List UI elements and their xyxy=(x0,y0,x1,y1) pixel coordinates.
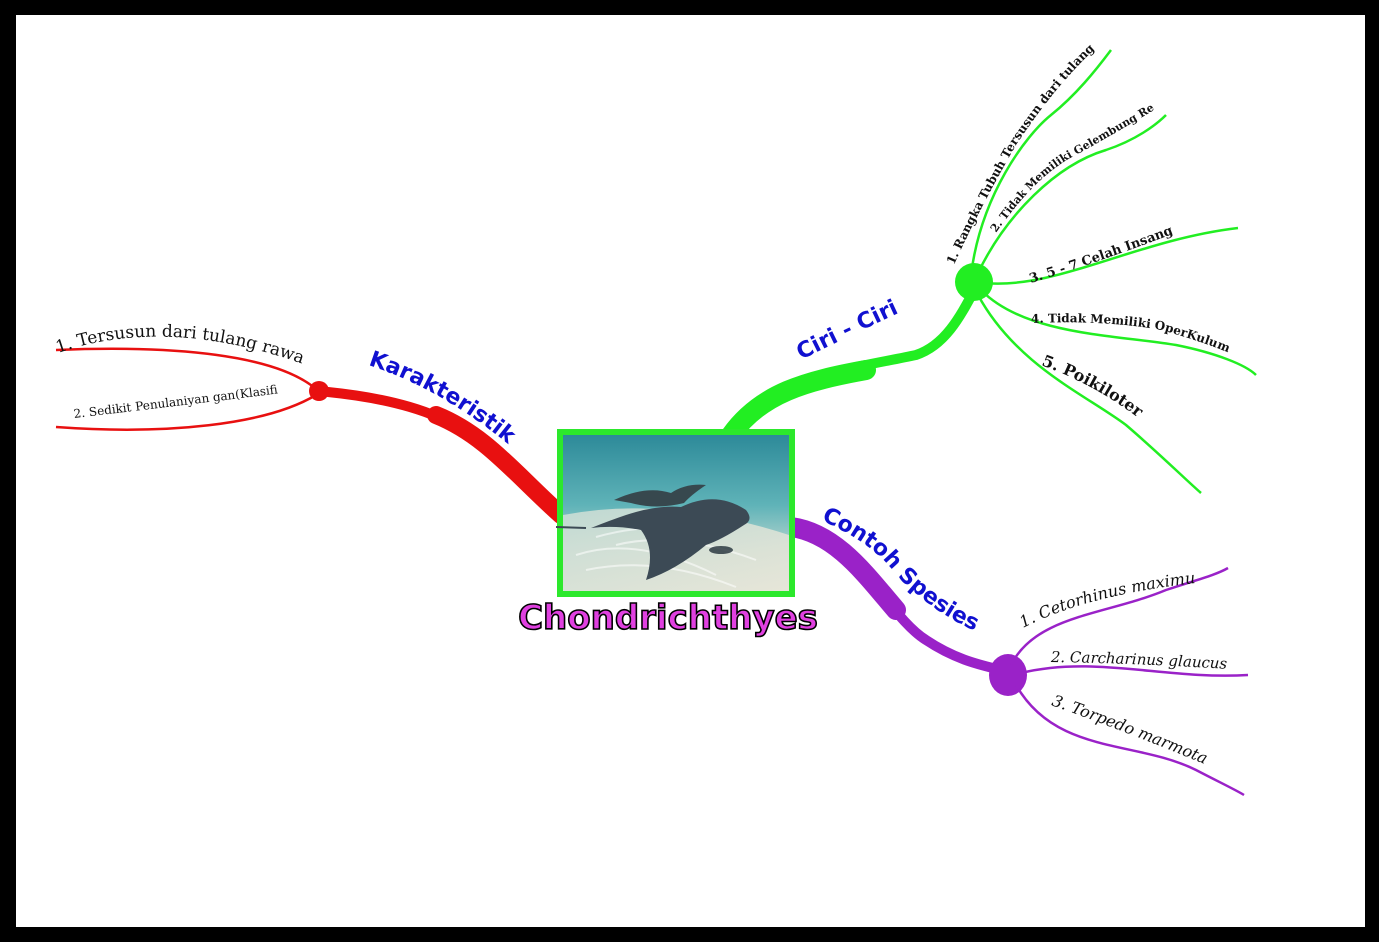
ciri-item-4[interactable]: 4. Tidak Memiliki OperKulum xyxy=(1031,311,1233,355)
ciri-sub-line-5 xyxy=(976,294,1202,494)
karakteristik-sub-line-1 xyxy=(55,347,317,390)
karakteristik-item-2[interactable]: 2. Sedikit Penulaniyan gan(Klasifikasi) xyxy=(16,15,278,421)
ciri-item-1[interactable]: 1. Rangka Tubuh Tersusun dari tulang Raw… xyxy=(16,15,1097,266)
ciri-sub-line-4 xyxy=(981,290,1257,376)
karakteristik-sub-line-2 xyxy=(55,393,317,431)
ciri-sub-line-3 xyxy=(983,226,1239,285)
contoh-node xyxy=(989,654,1027,696)
stingray-photo xyxy=(555,435,789,591)
contoh-sub-line-2 xyxy=(1020,665,1249,677)
branch-ciri: Ciri - Ciri 1. Rangka Tubuh Tersusun dar… xyxy=(16,15,1257,494)
ciri-sub-line-2 xyxy=(976,114,1167,274)
contoh-sub-line-1 xyxy=(1009,566,1229,666)
mind-map-canvas: Karakteristik 1. Tersusun dari tulang ra… xyxy=(16,15,1365,927)
branch-karakteristik: Karakteristik 1. Tersusun dari tulang ra… xyxy=(16,15,570,524)
ciri-sub-line-1 xyxy=(969,49,1112,276)
central-node[interactable]: Chondrichthyes xyxy=(517,429,819,639)
contoh-sub-line-3 xyxy=(1014,684,1245,797)
ciri-item-3[interactable]: 3. 5 - 7 Celah Insang xyxy=(1028,223,1175,286)
ciri-label[interactable]: Ciri - Ciri xyxy=(793,295,902,365)
karakteristik-item-1[interactable]: 1. Tersusun dari tulang rawan xyxy=(16,15,307,368)
contoh-item-3[interactable]: 3. Torpedo marmota xyxy=(1050,691,1211,768)
central-title[interactable]: Chondrichthyes xyxy=(517,597,818,639)
mind-map: Karakteristik 1. Tersusun dari tulang ra… xyxy=(16,15,1257,797)
